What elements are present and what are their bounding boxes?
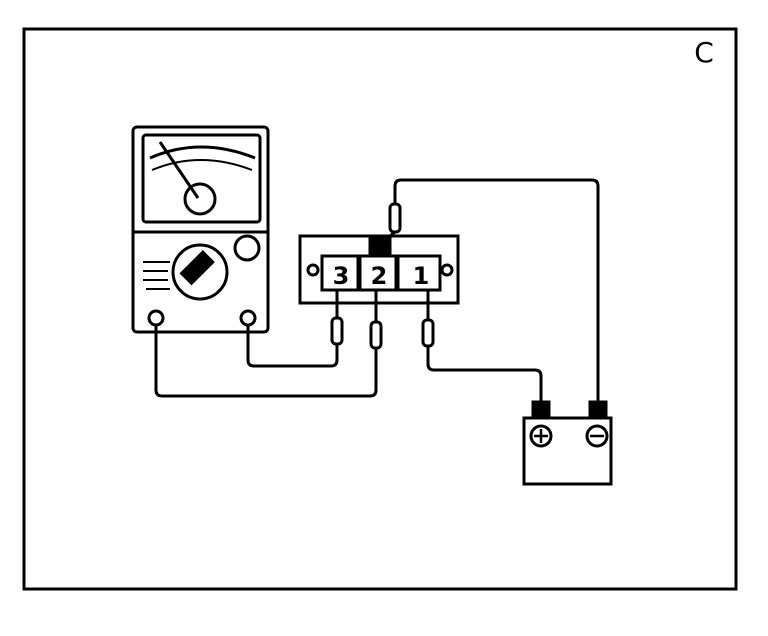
meter-scale-arc-lower — [151, 159, 253, 171]
battery-post-negative — [588, 400, 608, 420]
terminal-1-label: 1 — [413, 262, 430, 290]
relay-terminal-3 — [320, 254, 360, 292]
wires — [154, 178, 600, 402]
relay-terminal-2 — [358, 254, 398, 292]
terminal-3-label: 3 — [333, 262, 350, 290]
range-selector-pointer — [179, 250, 215, 286]
wire-meter-positive-to-terminal-3 — [246, 325, 339, 368]
minus-icon — [585, 424, 609, 448]
relay-mount-hole-right — [440, 263, 454, 277]
terminal-2-label: 2 — [371, 262, 388, 290]
meter-pivot — [183, 182, 217, 216]
diagram-frame — [22, 27, 738, 591]
meter-scale-arc — [149, 145, 256, 160]
connector-terminal-2 — [369, 320, 383, 350]
panel-label: C — [694, 36, 714, 69]
connector-terminal-1 — [421, 318, 435, 348]
wire-top-lead — [389, 230, 396, 238]
wire-top-to-battery-negative — [393, 178, 600, 402]
relay-mount-hole-left — [306, 263, 320, 277]
multimeter-body — [131, 125, 270, 334]
battery — [522, 400, 613, 486]
wire-terminal-1-to-battery-positive — [426, 346, 543, 402]
relay-top-connector — [368, 234, 392, 258]
relay-terminal-1 — [396, 254, 442, 292]
plus-icon — [529, 424, 553, 448]
zero-adjust-knob — [233, 234, 261, 262]
connector-top — [388, 202, 402, 234]
probe-jack-positive — [239, 309, 257, 327]
wire-meter-common-to-terminal-2 — [154, 325, 378, 398]
relay — [298, 234, 460, 305]
connector-terminal-3 — [330, 316, 344, 346]
multimeter — [131, 125, 270, 334]
range-selector-knob — [171, 243, 229, 301]
meter-dial-window — [141, 133, 262, 224]
battery-body — [522, 416, 613, 486]
meter-needle — [158, 141, 200, 199]
probe-jack-common — [147, 309, 165, 327]
battery-post-positive — [531, 400, 551, 420]
